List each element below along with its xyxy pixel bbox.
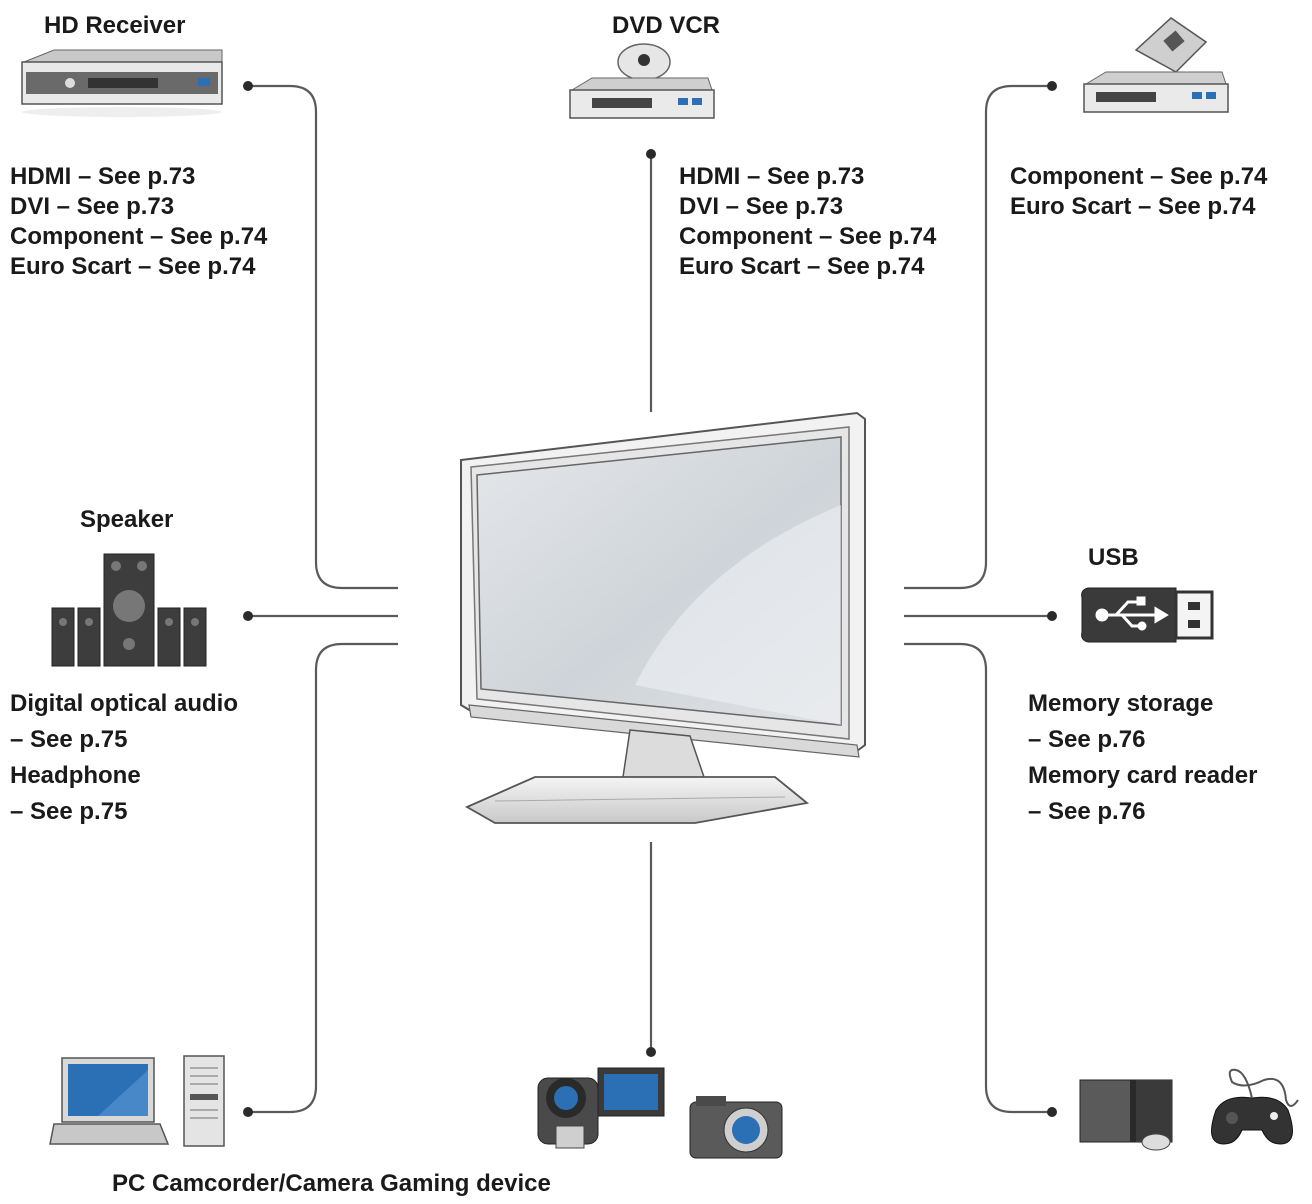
- speaker-line: Digital optical audio: [10, 690, 239, 717]
- top-right-line: Euro Scart – See p.74: [1010, 193, 1256, 220]
- dot-camcorder: [646, 1047, 656, 1057]
- hd-receiver-connections: HDMI – See p.73 DVI – See p.73 Component…: [10, 162, 267, 282]
- dot-top-right: [1047, 81, 1057, 91]
- dvd-vcr-title: DVD VCR: [612, 12, 721, 39]
- camcorder-camera-icon: [537, 1067, 783, 1159]
- line-gaming: [904, 642, 1052, 1114]
- hd-receiver-line: Euro Scart – See p.74: [10, 253, 256, 280]
- dot-speaker: [243, 611, 253, 621]
- dot-usb: [1047, 611, 1057, 621]
- dot-hd: [243, 81, 253, 91]
- dvd-vcr-connections: HDMI – See p.73 DVI – See p.73 Component…: [679, 162, 936, 282]
- usb-line: – See p.76: [1028, 726, 1146, 753]
- dot-pc: [243, 1107, 253, 1117]
- dvd-vcr-line: DVI – See p.73: [679, 193, 844, 220]
- hd-receiver-line: HDMI – See p.73: [10, 163, 196, 190]
- speaker-title: Speaker: [80, 506, 174, 533]
- speaker-line: Headphone: [10, 762, 141, 789]
- usb-line: Memory storage: [1028, 690, 1214, 717]
- usb-title: USB: [1088, 544, 1139, 571]
- pc-icon: [49, 1055, 225, 1147]
- vcr-icon: [1083, 17, 1229, 113]
- top-right-line: Component – See p.74: [1010, 163, 1268, 190]
- hd-receiver-line: DVI – See p.73: [10, 193, 175, 220]
- bottom-caption: PC Camcorder/Camera Gaming device: [112, 1170, 551, 1197]
- gaming-device-icon: [1079, 1068, 1299, 1151]
- top-right-connections: Component – See p.74 Euro Scart – See p.…: [1010, 162, 1267, 222]
- tv-icon: [460, 411, 866, 824]
- usb-stick-icon: [1081, 587, 1214, 643]
- usb-line: Memory card reader: [1028, 762, 1258, 789]
- hd-receiver-icon: [21, 49, 223, 117]
- dvd-vcr-icon: [569, 43, 715, 119]
- hd-receiver-title: HD Receiver: [44, 12, 186, 39]
- speaker-icon: [51, 553, 207, 667]
- speaker-line: – See p.75: [10, 726, 128, 753]
- line-hd-receiver: [248, 84, 398, 590]
- speaker-connections: Digital optical audio – See p.75 Headpho…: [10, 686, 238, 830]
- usb-line: – See p.76: [1028, 798, 1146, 825]
- line-top-right: [904, 84, 1052, 590]
- hd-receiver-line: Component – See p.74: [10, 223, 268, 250]
- dot-gaming: [1047, 1107, 1057, 1117]
- dvd-vcr-line: Euro Scart – See p.74: [679, 253, 925, 280]
- dvd-vcr-line: Component – See p.74: [679, 223, 937, 250]
- line-pc: [248, 642, 398, 1114]
- dvd-vcr-line: HDMI – See p.73: [679, 163, 865, 190]
- speaker-line: – See p.75: [10, 798, 128, 825]
- dot-dvd: [646, 149, 656, 159]
- usb-connections: Memory storage – See p.76 Memory card re…: [1028, 686, 1257, 830]
